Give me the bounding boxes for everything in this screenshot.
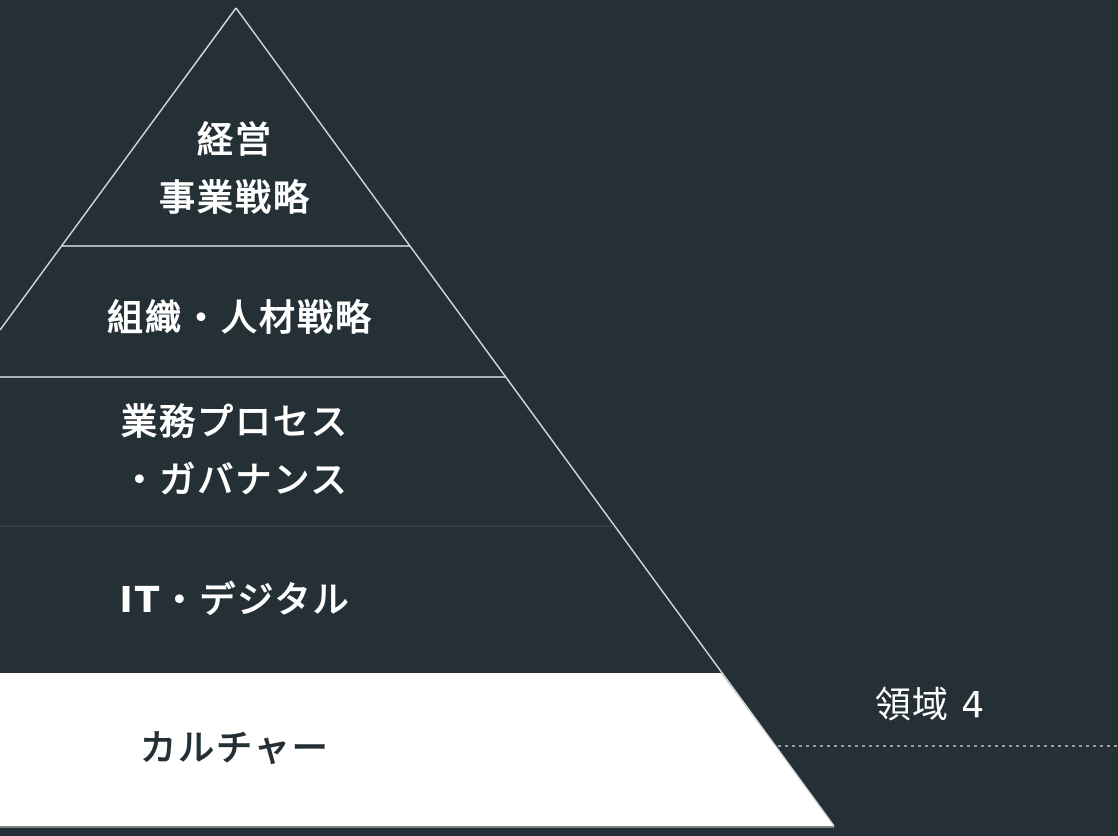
layer-4-label: IT・デジタル [85, 572, 385, 630]
layer-5-fill [0, 673, 834, 826]
pyramid-left-edge [0, 7, 237, 331]
layer-3-label: 業務プロセス ・ガバナンス [85, 394, 385, 510]
layer-1-line-1: 経営 [196, 120, 273, 161]
layer-3-line-2: ・ガバナンス [121, 460, 349, 501]
layer-5-line-1: カルチャー [140, 728, 330, 769]
layer-4-line-1: IT・デジタル [119, 580, 351, 621]
layer-1-line-2: 事業戦略 [158, 178, 311, 219]
layer-2-label: 組織・人材戦略 [70, 290, 410, 348]
layer-3-line-1: 業務プロセス [120, 402, 349, 443]
layer-1-label: 経営 事業戦略 [125, 112, 345, 228]
layer-5-label: カルチャー [85, 720, 385, 778]
layer-2-line-1: 組織・人材戦略 [106, 298, 373, 339]
domain-label: 領域 4 [874, 685, 986, 726]
pyramid-right-edge [235, 7, 835, 827]
